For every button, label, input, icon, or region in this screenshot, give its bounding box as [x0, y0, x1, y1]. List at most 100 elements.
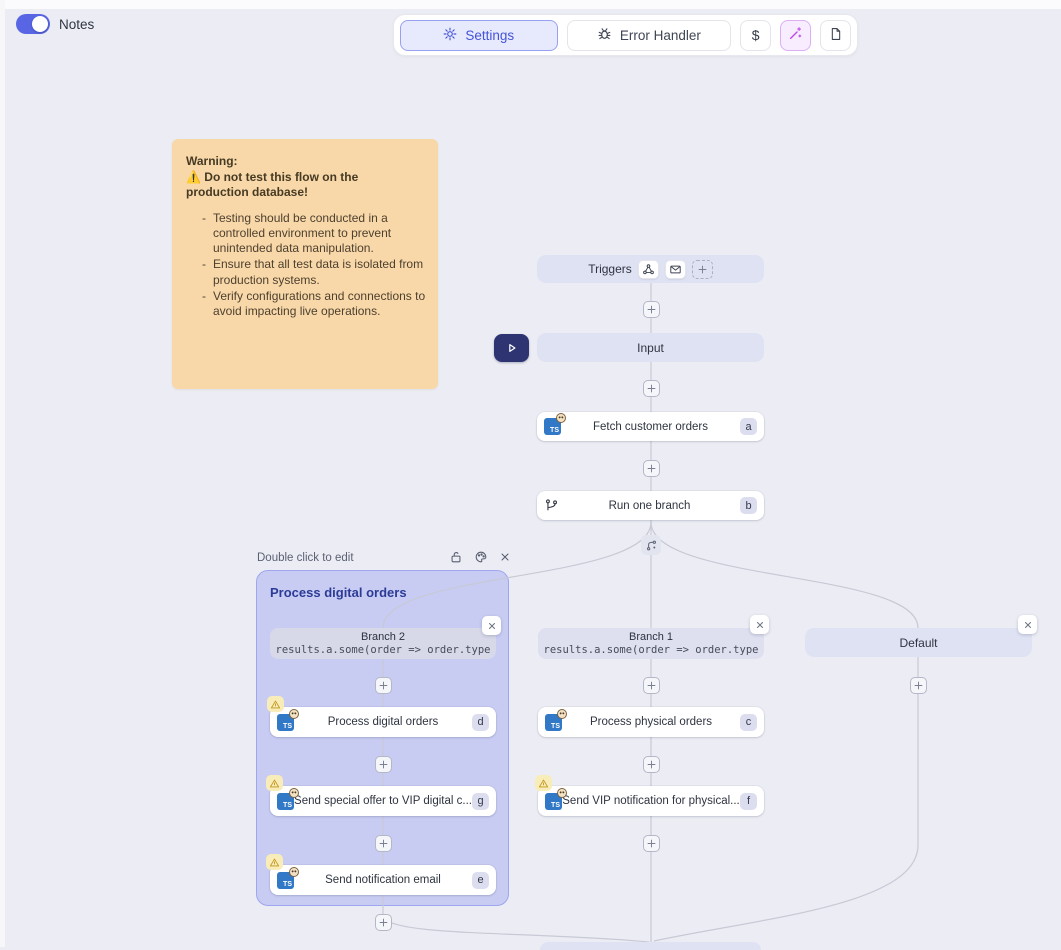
typescript-icon: TS — [277, 793, 294, 810]
branch2-condition: results.a.some(order => order.type — [276, 644, 491, 657]
warning-badge-icon — [266, 854, 283, 870]
add-node-button[interactable] — [375, 756, 392, 773]
note-bullet: Testing should be conducted in a control… — [202, 211, 430, 257]
node-key-badge: f — [740, 793, 757, 810]
group-process-digital-orders[interactable] — [256, 570, 509, 906]
add-node-button[interactable] — [643, 677, 660, 694]
group-close-icon[interactable] — [497, 549, 513, 565]
add-node-button[interactable] — [375, 835, 392, 852]
palette-icon[interactable] — [473, 549, 489, 565]
document-icon — [829, 27, 843, 44]
warning-note[interactable]: Warning: ⚠️ Do not test this flow on the… — [172, 139, 438, 389]
node-send-notification-email[interactable]: TS Send notification email e — [270, 865, 496, 895]
node-key-badge: a — [740, 418, 757, 435]
warning-badge-icon — [267, 696, 284, 712]
notes-toggle-group: Notes — [16, 14, 94, 34]
gear-icon — [443, 27, 457, 44]
node-run-one-branch[interactable]: Run one branch b — [537, 491, 764, 520]
node-send-vip-notification[interactable]: TS Send VIP notification for physical...… — [538, 786, 764, 816]
warning-badge-icon — [266, 775, 283, 791]
add-node-button[interactable] — [375, 914, 392, 931]
node-key-badge: d — [472, 714, 489, 731]
top-toolbar: Settings Error Handler $ — [393, 14, 858, 56]
branch2-title: Branch 2 — [361, 631, 405, 644]
typescript-icon: TS — [277, 872, 294, 889]
merge-node-partial[interactable] — [540, 942, 761, 950]
triggers-label: Triggers — [588, 262, 632, 276]
branch2-close-button[interactable] — [482, 616, 501, 635]
magic-wand-button[interactable] — [780, 20, 811, 51]
default-branch-node[interactable]: Default — [805, 628, 1032, 657]
node-label: Process physical orders — [562, 716, 740, 728]
branch-icon — [544, 498, 559, 513]
node-send-special-offer[interactable]: TS Send special offer to VIP digital c..… — [270, 786, 496, 816]
emoji-badge-icon — [557, 709, 567, 719]
dollar-label: $ — [752, 27, 760, 43]
branch2-node[interactable]: Branch 2 results.a.some(order => order.t… — [270, 628, 496, 659]
document-button[interactable] — [820, 20, 851, 51]
note-title: Warning: — [186, 154, 424, 169]
branch1-title: Branch 1 — [629, 631, 673, 644]
triggers-node[interactable]: Triggers — [537, 255, 764, 283]
node-label: Fetch customer orders — [561, 421, 740, 433]
notes-toggle[interactable] — [16, 14, 50, 34]
input-node[interactable]: Input — [537, 333, 764, 362]
branch1-node[interactable]: Branch 1 results.a.some(order => order.t… — [538, 628, 764, 659]
magic-wand-icon — [788, 26, 803, 44]
typescript-icon: TS — [544, 418, 561, 435]
top-edge — [0, 0, 1061, 9]
node-key-badge: e — [472, 872, 489, 889]
node-key-badge: b — [740, 497, 757, 514]
typescript-icon: TS — [545, 793, 562, 810]
node-process-digital-orders[interactable]: TS Process digital orders d — [270, 707, 496, 737]
input-label: Input — [637, 341, 664, 355]
add-node-button[interactable] — [643, 380, 660, 397]
settings-button[interactable]: Settings — [400, 20, 558, 51]
default-close-button[interactable] — [1018, 615, 1037, 634]
node-label: Process digital orders — [294, 716, 472, 728]
emoji-badge-icon — [289, 788, 299, 798]
node-key-badge: c — [740, 714, 757, 731]
group-title: Process digital orders — [270, 585, 407, 600]
unlock-icon[interactable] — [448, 549, 464, 565]
node-fetch-customer-orders[interactable]: TS Fetch customer orders a — [537, 412, 764, 441]
emoji-badge-icon — [556, 413, 566, 423]
branch1-close-button[interactable] — [750, 615, 769, 634]
dollar-button[interactable]: $ — [740, 20, 771, 51]
settings-label: Settings — [465, 28, 514, 43]
branch-split-icon — [641, 535, 661, 555]
node-label: Send notification email — [294, 874, 472, 886]
node-label: Send special offer to VIP digital c... — [294, 795, 472, 807]
group-edit-hint: Double click to edit — [257, 552, 354, 564]
default-branch-label: Default — [899, 636, 937, 650]
add-node-button[interactable] — [643, 460, 660, 477]
toggle-knob — [32, 16, 48, 32]
note-bullet: Ensure that all test data is isolated fr… — [202, 257, 430, 287]
add-trigger-button[interactable] — [692, 260, 713, 279]
node-process-physical-orders[interactable]: TS Process physical orders c — [538, 707, 764, 737]
run-flow-button[interactable] — [494, 334, 529, 362]
typescript-icon: TS — [277, 714, 294, 731]
note-bullet: Verify configurations and connections to… — [202, 289, 430, 319]
emoji-badge-icon — [557, 788, 567, 798]
node-label: Send VIP notification for physical... — [562, 795, 740, 807]
error-handler-button[interactable]: Error Handler — [567, 20, 732, 51]
emoji-badge-icon — [289, 867, 299, 877]
emoji-badge-icon — [289, 709, 299, 719]
note-subtitle: ⚠️ Do not test this flow on the producti… — [186, 170, 412, 200]
node-key-badge: g — [472, 793, 489, 810]
add-node-button[interactable] — [375, 677, 392, 694]
warning-badge-icon — [535, 775, 552, 791]
typescript-icon: TS — [545, 714, 562, 731]
webhook-trigger-chip[interactable] — [638, 260, 659, 279]
email-trigger-chip[interactable] — [665, 260, 686, 279]
bug-icon — [597, 26, 612, 44]
error-handler-label: Error Handler — [620, 28, 701, 43]
notes-toggle-label: Notes — [59, 17, 94, 32]
add-node-button[interactable] — [643, 756, 660, 773]
branch1-condition: results.a.some(order => order.type — [544, 644, 759, 657]
add-node-button[interactable] — [910, 677, 927, 694]
add-node-button[interactable] — [643, 835, 660, 852]
add-node-button[interactable] — [643, 301, 660, 318]
